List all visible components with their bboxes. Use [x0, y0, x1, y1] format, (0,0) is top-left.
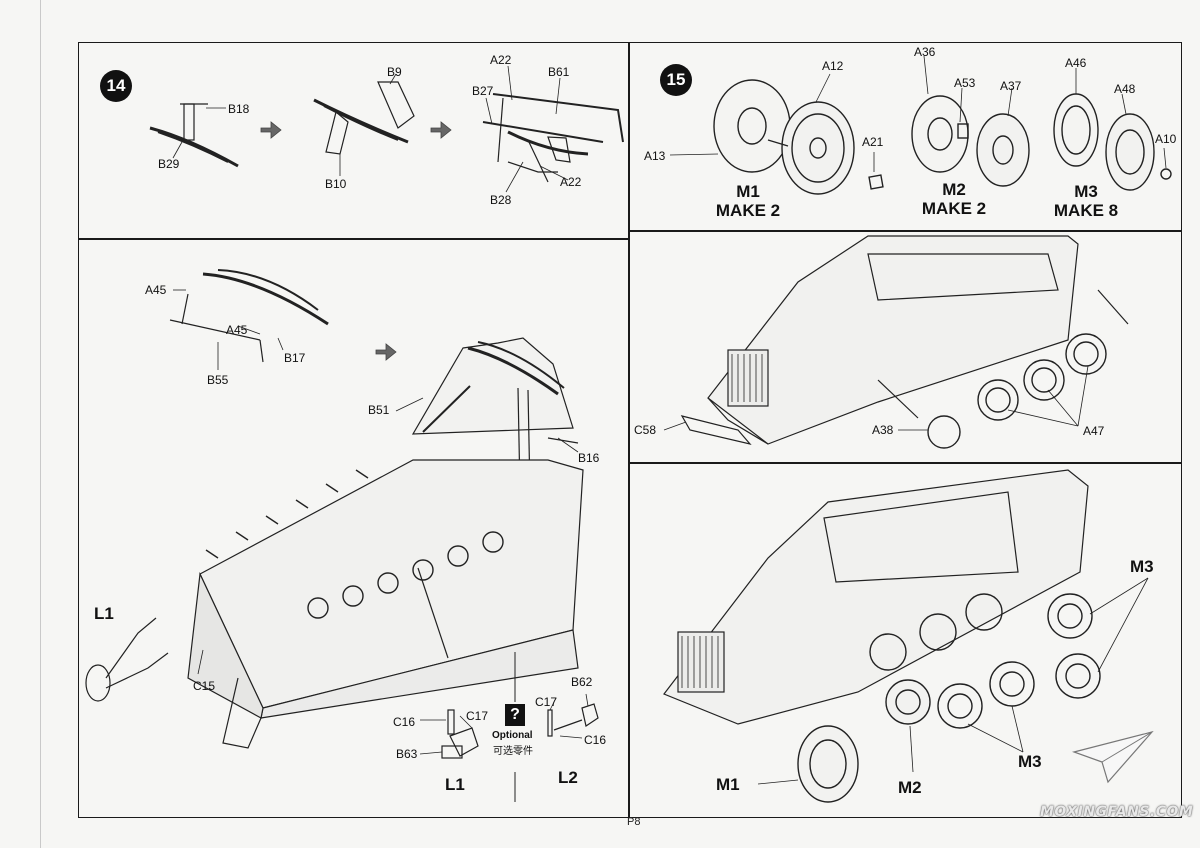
label-m3-assembly-lower: M3 — [1018, 752, 1042, 771]
label-b27: B27 — [472, 84, 494, 98]
optional-title: Optional — [492, 730, 533, 741]
optional-title-cn: 可选零件 — [493, 746, 533, 757]
step15-middle-drawing — [663, 235, 1129, 449]
label-l1-c17: C17 — [466, 709, 489, 723]
label-a36: A36 — [914, 45, 936, 59]
label-b9: B9 — [387, 65, 402, 79]
label-m2-assembly: M2 — [898, 778, 922, 797]
label-l2-b62: B62 — [571, 675, 593, 689]
label-a46: A46 — [1065, 56, 1087, 70]
group-m3-caption: M3 MAKE 8 — [1040, 182, 1132, 220]
label-b61: B61 — [548, 65, 570, 79]
label-b55: B55 — [207, 373, 229, 387]
group-m1-make: MAKE 2 — [715, 201, 781, 220]
label-m3-assembly-upper: M3 — [1130, 557, 1154, 576]
label-a10: A10 — [1155, 132, 1177, 146]
label-c15: C15 — [193, 679, 216, 693]
step15-bottom-drawing — [663, 469, 1149, 803]
group-m3-make: MAKE 8 — [1053, 201, 1119, 220]
label-l2-optional: L2 — [558, 768, 578, 787]
step15-number-badge: 15 — [660, 64, 692, 96]
group-m2-code: M2 — [942, 180, 966, 199]
step14-number-badge: 14 — [100, 70, 132, 102]
label-c58: C58 — [634, 423, 657, 437]
label-l2-c16: C16 — [584, 733, 607, 747]
label-a47: A47 — [1083, 424, 1105, 438]
label-b18: B18 — [228, 102, 250, 116]
label-a22-bottom: A22 — [560, 175, 582, 189]
optional-mark: ? — [505, 704, 525, 726]
label-a45-1: A45 — [145, 283, 167, 297]
step15-bottom-panel — [628, 462, 1182, 818]
group-m2-caption: M2 MAKE 2 — [910, 180, 998, 218]
step14-main-panel — [78, 238, 630, 818]
group-m1-code: M1 — [736, 182, 760, 201]
label-b16: B16 — [578, 451, 600, 465]
group-m1-caption: M1 MAKE 2 — [706, 182, 790, 220]
label-a45-2: A45 — [226, 323, 248, 337]
label-l1-c16: C16 — [393, 715, 416, 729]
step14-top-panel — [78, 42, 630, 240]
optional-l2-drawing — [547, 693, 599, 739]
optional-divider — [514, 652, 516, 802]
label-l2-c17: C17 — [535, 695, 558, 709]
label-b28: B28 — [490, 193, 512, 207]
label-m1-assembly: M1 — [716, 775, 740, 794]
label-a22-top: A22 — [490, 53, 512, 67]
label-a38: A38 — [872, 423, 894, 437]
label-l1-b63: B63 — [396, 747, 418, 761]
label-b10: B10 — [325, 177, 347, 191]
label-a37: A37 — [1000, 79, 1022, 93]
watermark-plane-icon — [1071, 730, 1154, 784]
step15-middle-panel — [628, 230, 1182, 464]
label-a13: A13 — [644, 149, 666, 163]
label-a21: A21 — [862, 135, 884, 149]
watermark-text: MOXINGFANS.COM — [1040, 804, 1194, 820]
step15-top-panel — [628, 42, 1182, 232]
optional-l1-drawing — [419, 709, 479, 759]
label-l1-main: L1 — [94, 604, 114, 623]
label-a48: A48 — [1114, 82, 1136, 96]
page-number: P8 — [627, 816, 641, 828]
label-b29: B29 — [158, 157, 180, 171]
label-b51: B51 — [368, 403, 390, 417]
step14-hull-drawing — [85, 269, 584, 749]
label-a12: A12 — [822, 59, 844, 73]
group-m3-code: M3 — [1074, 182, 1098, 201]
group-m2-make: MAKE 2 — [921, 199, 987, 218]
step15-wheels-drawing — [669, 55, 1172, 195]
label-l1-optional: L1 — [445, 775, 465, 794]
label-a53: A53 — [954, 76, 976, 90]
label-b17: B17 — [284, 351, 306, 365]
step14-top-drawing — [149, 65, 624, 193]
binder-line — [40, 0, 41, 848]
